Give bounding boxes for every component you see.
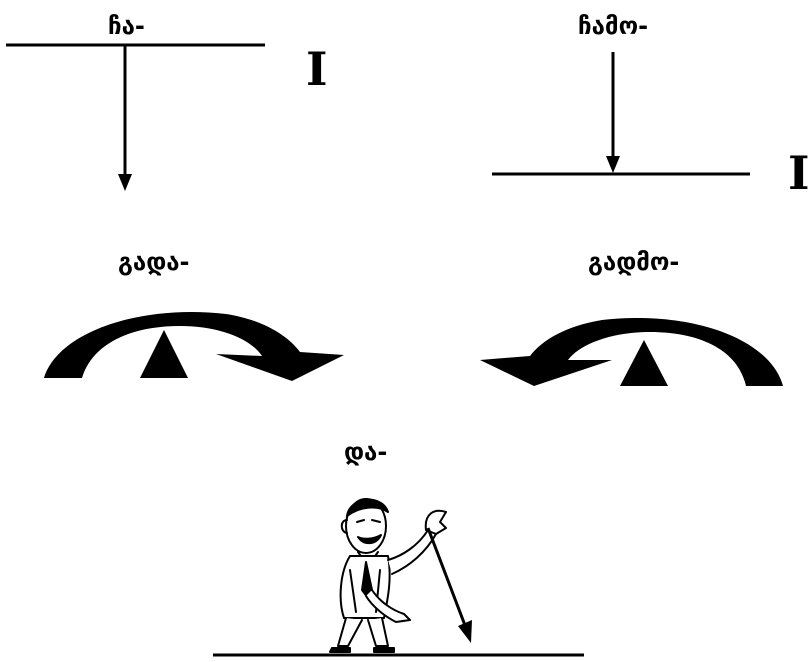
da-diagram bbox=[213, 499, 584, 655]
cha-diagram bbox=[6, 45, 265, 191]
gada-triangle bbox=[140, 330, 188, 378]
gada-diagram bbox=[44, 312, 344, 381]
man-legs bbox=[338, 618, 388, 646]
da-arrow-shaft bbox=[428, 528, 466, 628]
cha-arrowhead bbox=[118, 174, 132, 191]
chamo-diagram bbox=[492, 52, 750, 174]
gada-arc-arrow bbox=[44, 312, 344, 381]
cartoon-man-illustration bbox=[330, 499, 446, 652]
man-shoes bbox=[330, 648, 394, 652]
gadmo-triangle bbox=[620, 340, 668, 386]
man-raised-arm bbox=[388, 530, 436, 574]
da-arrowhead bbox=[458, 620, 472, 643]
chamo-arrowhead bbox=[606, 156, 620, 173]
gadmo-diagram bbox=[480, 318, 783, 386]
